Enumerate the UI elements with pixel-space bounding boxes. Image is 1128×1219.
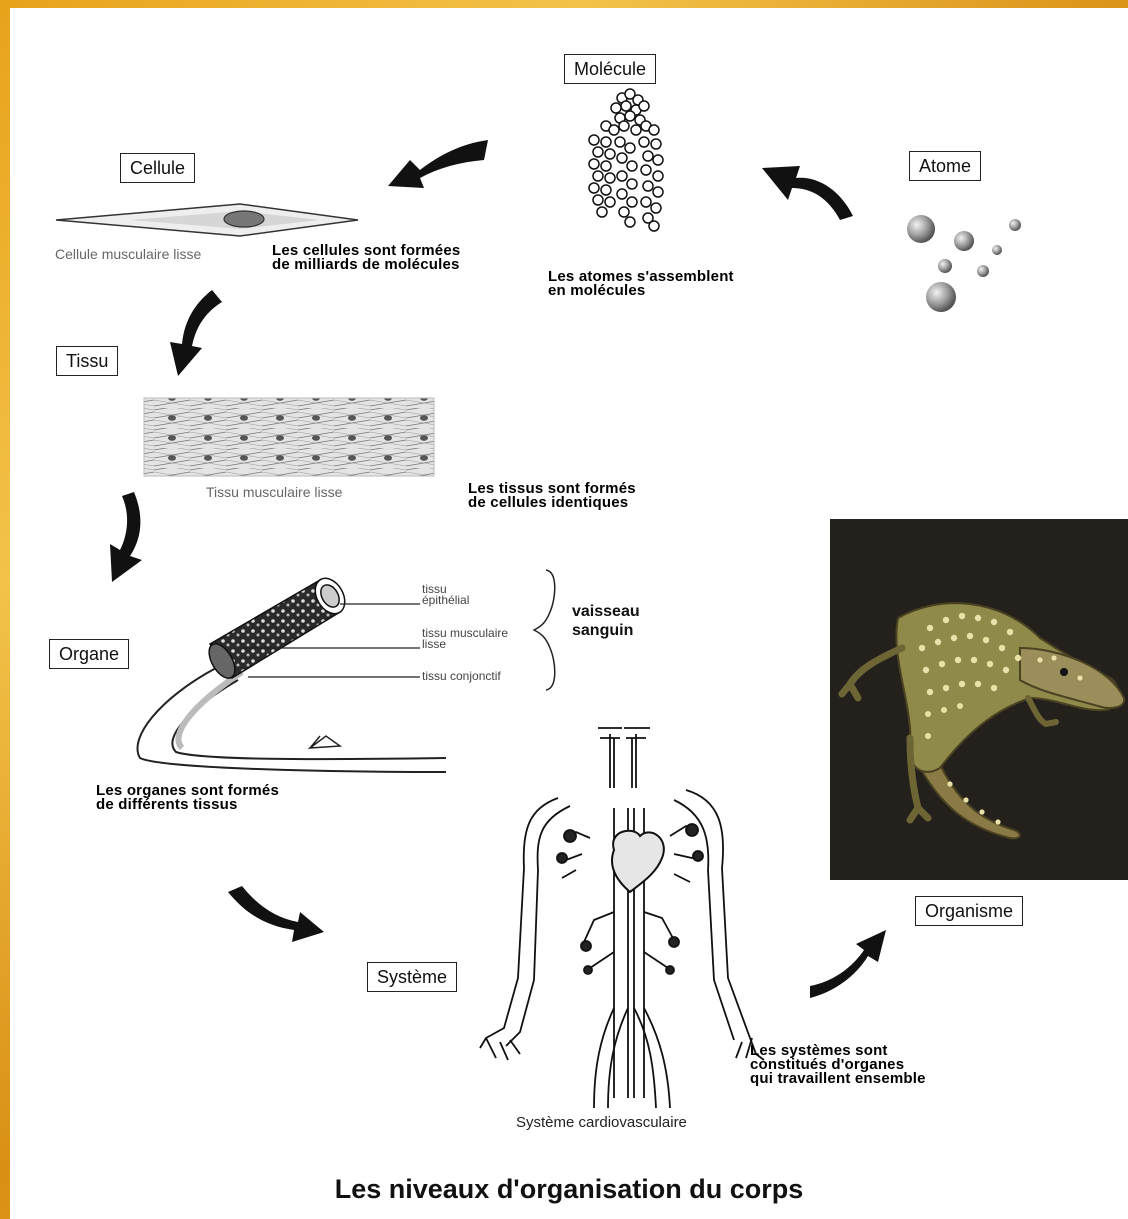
organism-photo [830,519,1128,880]
caption-systeme: Système cardiovasculaire [516,1114,687,1131]
molecule-illustration [589,89,663,231]
atoms-illustration [907,215,1021,312]
cardiovascular-illustration [480,728,764,1108]
arrow-molecule-to-cellule [388,140,488,188]
label-vaisseau-sanguin: vaisseausanguin [572,602,640,640]
label-molecule: Molécule [564,54,656,84]
label-organe: Organe [49,639,129,669]
diagram-graphics [10,8,1128,1219]
desc-organes: Les organes sont formésde différents tis… [96,784,279,812]
label-systeme: Système [367,962,457,992]
arrow-cellule-to-tissu [170,290,222,376]
arrow-tissu-to-organe [110,492,142,582]
desc-cellules: Les cellules sont forméesde milliards de… [272,244,460,272]
label-tissu-musculaire: tissu musculairelisse [422,628,508,650]
label-cellule: Cellule [120,153,195,183]
label-tissu: Tissu [56,346,118,376]
desc-systemes: Les systèmes sontconstitués d'organesqui… [750,1044,926,1086]
cell-illustration [56,204,358,236]
desc-tissus: Les tissus sont formésde cellules identi… [468,482,636,510]
desc-atomes: Les atomes s'assemblenten molécules [548,270,734,298]
label-tissu-epithelial: tissuépithélial [422,584,469,606]
caption-tissu: Tissu musculaire lisse [206,484,342,500]
label-organisme: Organisme [915,896,1023,926]
label-tissu-conjonctif: tissu conjonctif [422,671,501,682]
arrow-atome-to-molecule [762,166,853,220]
diagram-panel: Molécule Atome Cellule Tissu Organe Syst… [10,8,1128,1219]
arrow-organe-to-systeme [228,886,324,942]
tissue-illustration [144,398,434,476]
diagram-title: Les niveaux d'organisation du corps [10,1174,1128,1205]
caption-cellule: Cellule musculaire lisse [55,246,201,262]
label-atome: Atome [909,151,981,181]
arrow-systeme-to-organisme [810,930,886,998]
